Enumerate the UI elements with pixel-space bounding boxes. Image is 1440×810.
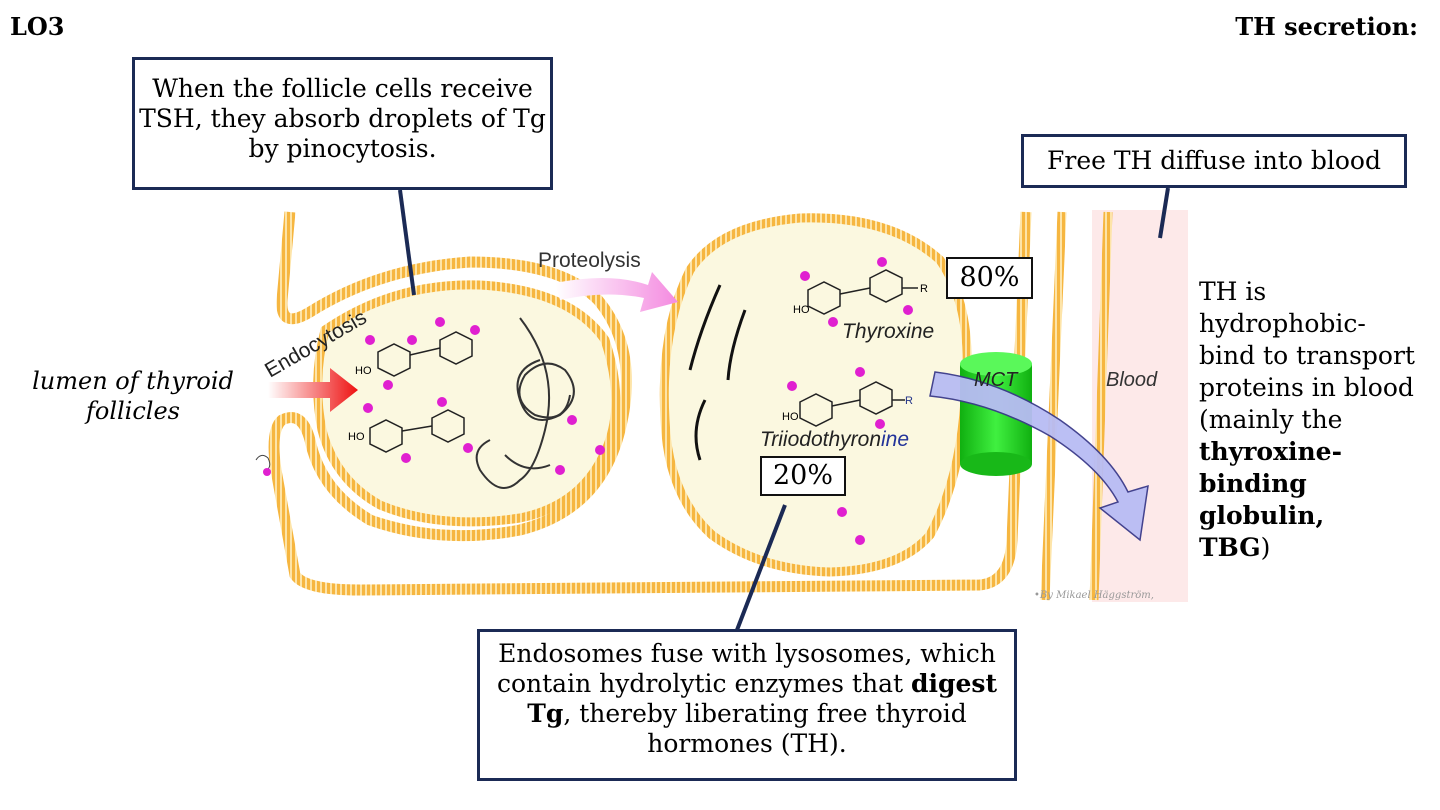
- diffuse-text: Free TH diffuse into blood: [1047, 146, 1381, 175]
- thyroxine-molecule: [807, 269, 918, 315]
- iodine-atoms-endosome: [363, 317, 605, 475]
- lysosome-callout: Endosomes fuse with lysosomes, which con…: [477, 629, 1017, 781]
- proteolysis-arrow: [555, 272, 678, 312]
- side-note-line2: hydrophobic-: [1199, 309, 1366, 338]
- triiodothyronine-percentage: 20%: [760, 456, 846, 496]
- lysosome-text-pre: Endosomes fuse with lysosomes, which con…: [496, 639, 996, 698]
- basal-membrane-2: [1089, 211, 1113, 601]
- slide-title: TH secretion:: [1235, 12, 1418, 41]
- side-note-line5: (mainly the: [1199, 405, 1343, 434]
- pinocytosis-pointer: [398, 189, 416, 296]
- slide-code: LO3: [10, 12, 65, 41]
- r-label: R: [905, 395, 913, 407]
- side-note-tail: ): [1260, 533, 1271, 562]
- export-arrow: [929, 371, 1149, 542]
- ho-label: HO: [782, 411, 799, 423]
- lysosome-fragments: [688, 284, 747, 461]
- pinocytosis-text: When the follicle cells receive TSH, the…: [139, 74, 546, 163]
- side-note-line4: proteins in blood: [1199, 373, 1414, 402]
- side-note-bold3: globulin,: [1199, 501, 1325, 530]
- proteolysis-label: Proteolysis: [538, 249, 641, 272]
- image-credit: •By Mikael Häggström,: [1034, 590, 1154, 601]
- t4-molecule-endosome: [369, 331, 473, 453]
- lysosome-text-post: , thereby liberating free thyroid hormon…: [563, 699, 967, 758]
- lumen-label-line2: follicles: [86, 397, 180, 425]
- free-molecule-lumen: [255, 454, 271, 476]
- ho-label: HO: [348, 431, 365, 443]
- mct-label: MCT: [974, 369, 1019, 391]
- side-note-bold4: TBG: [1199, 533, 1261, 562]
- side-note-bold2: binding: [1199, 469, 1307, 498]
- tbg-side-note: TH is hydrophobic- bind to transport pro…: [1199, 276, 1435, 564]
- diffuse-callout: Free TH diffuse into blood: [1021, 134, 1407, 188]
- thyroxine-label: Thyroxine: [842, 320, 934, 343]
- side-note-bold1: thyroxine-: [1199, 437, 1342, 466]
- lysosome-text-bold: digest Tg: [527, 669, 997, 728]
- side-note-line1: TH is: [1199, 277, 1267, 306]
- triiodothyronine-label: Triiodothyronine: [760, 428, 909, 451]
- lysosome-pointer: [735, 504, 787, 631]
- thyroglobulin-chain: [475, 317, 575, 489]
- side-note-line3: bind to transport: [1199, 341, 1415, 370]
- triiodothyronine-molecule: [799, 381, 905, 427]
- ho-label: HO: [793, 304, 810, 316]
- lumen-label-line1: lumen of thyroid: [32, 367, 234, 395]
- r-label: R: [920, 283, 928, 295]
- blood-label: Blood: [1106, 369, 1158, 391]
- iodine-atoms-lysosome: [787, 257, 913, 545]
- cell-membrane: [268, 211, 1032, 596]
- pinocytosis-callout: When the follicle cells receive TSH, the…: [132, 57, 553, 190]
- lumen-label: lumen of thyroid follicles: [18, 366, 248, 426]
- diffuse-pointer: [1158, 187, 1170, 239]
- ho-label: HO: [355, 365, 372, 377]
- basal-membrane-1: [1040, 211, 1067, 601]
- endocytosis-arrow: [268, 368, 358, 412]
- thyroxine-percentage: 80%: [946, 257, 1033, 299]
